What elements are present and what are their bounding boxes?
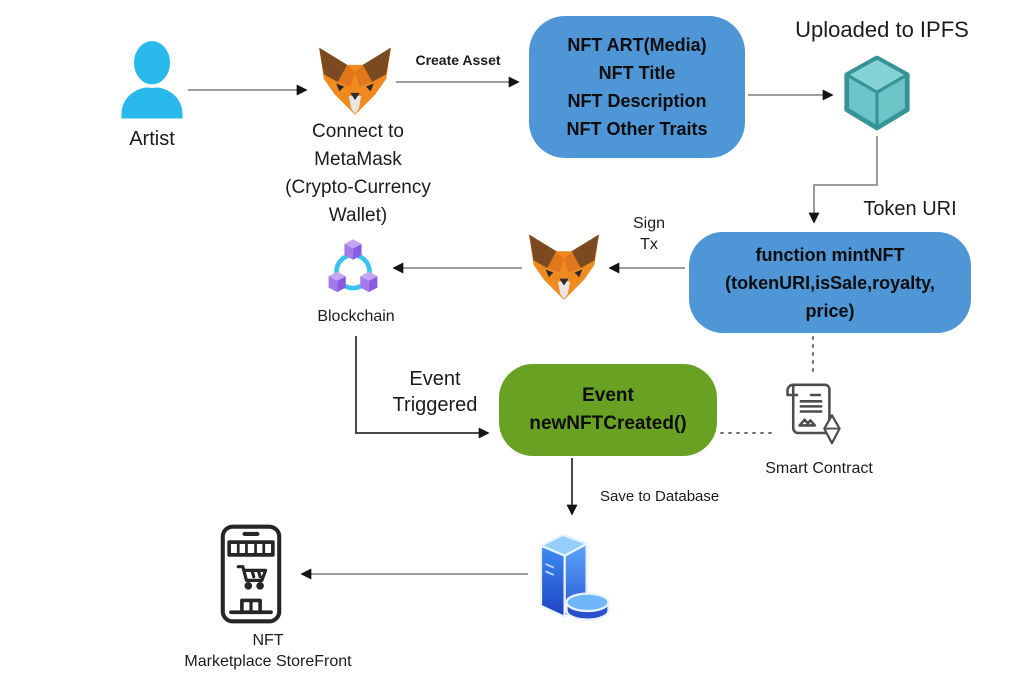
- arrow-ipfs-to-mint-function: [808, 136, 878, 224]
- smart-contract-document-icon: [778, 379, 844, 449]
- uploaded-to-ipfs-label: Uploaded to IPFS: [795, 17, 969, 42]
- event-triggered-edge-label: Event Triggered: [392, 368, 478, 416]
- arrow-blockchain-to-event: [355, 336, 490, 439]
- metamask-fox-icon: [526, 231, 602, 305]
- metamask-fox-icon: [316, 44, 394, 120]
- artist-label: Artist: [129, 128, 175, 150]
- nft-details-box: NFT ART(Media) NFT Title NFT Description…: [529, 16, 745, 158]
- save-to-database-edge-label: Save to Database: [600, 488, 720, 505]
- metamask-wallet-label: Connect to MetaMask (Crypto-Currency Wal…: [285, 121, 431, 226]
- mint-function-box: function mintNFT (tokenURI,isSale,royalt…: [689, 232, 971, 333]
- ipfs-cube-icon: [842, 50, 912, 136]
- storefront-phone-icon: [218, 523, 284, 625]
- token-uri-edge-label: Token URI: [863, 198, 957, 220]
- blockchain-cubes-icon: [320, 234, 386, 300]
- database-server-icon: [530, 523, 614, 625]
- marketplace-label: NFT Marketplace StoreFront: [184, 632, 352, 670]
- blockchain-label: Blockchain: [317, 308, 395, 325]
- smart-contract-label: Smart Contract: [765, 460, 873, 477]
- event-created-box: Event newNFTCreated(): [499, 364, 717, 456]
- sign-tx-edge-label: Sign Tx: [632, 215, 666, 253]
- create-asset-edge-label: Create Asset: [415, 52, 501, 68]
- person-icon: [116, 36, 188, 120]
